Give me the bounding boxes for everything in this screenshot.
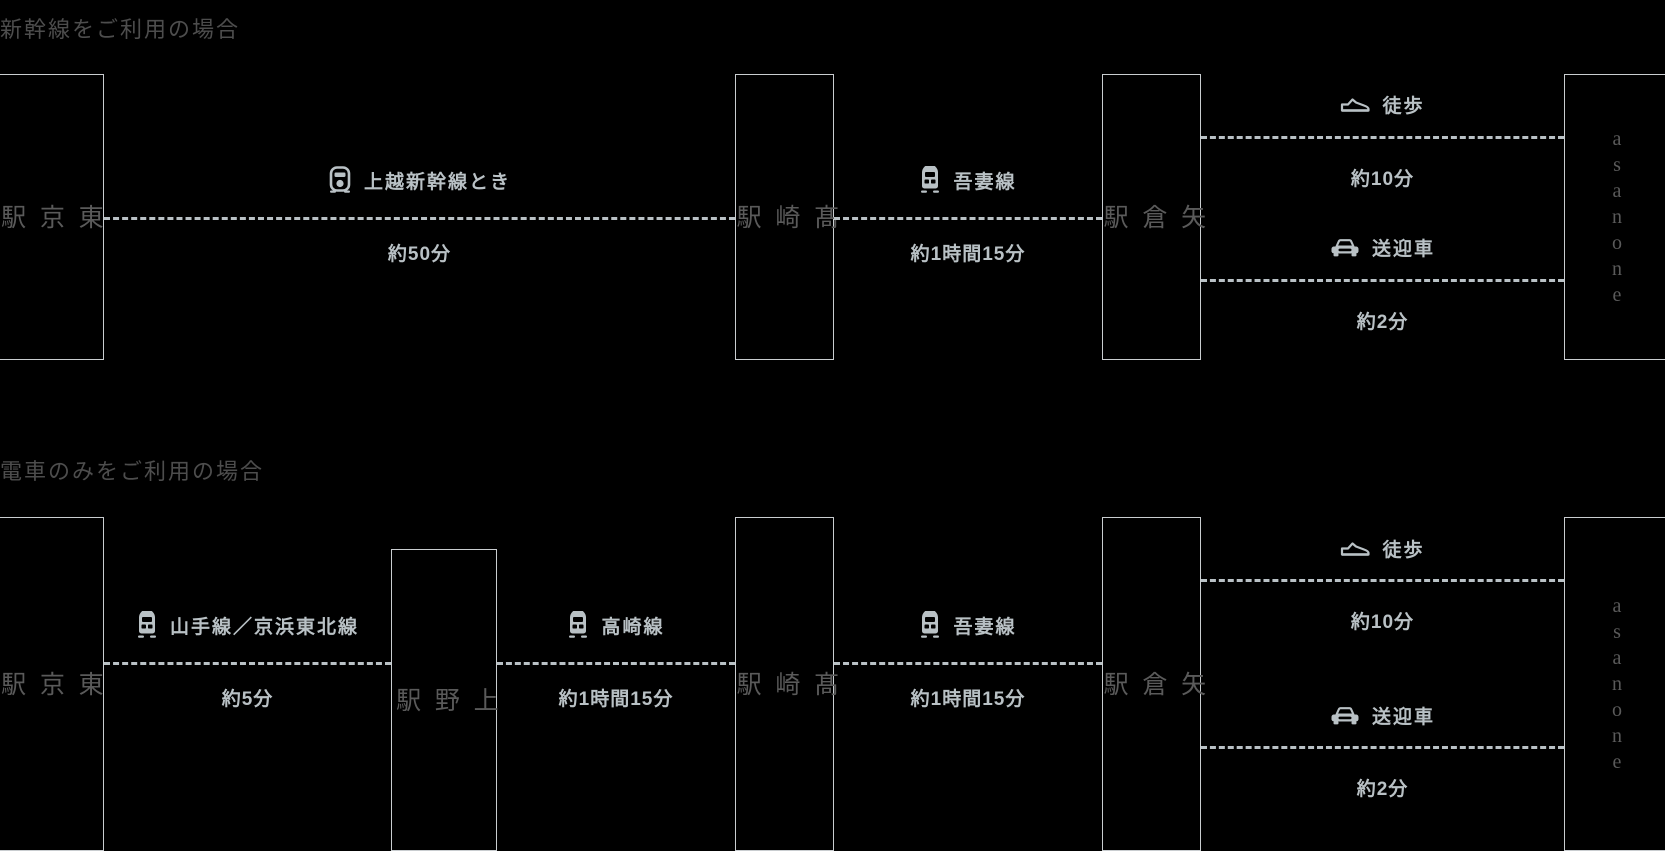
- leg-header: 送迎車: [1201, 234, 1564, 261]
- leg-dashed-line: [1201, 746, 1564, 749]
- leg-label: 徒歩: [1382, 540, 1425, 561]
- leg-shuttle-car: 送迎車 約2分: [1201, 217, 1564, 360]
- leg-duration: 約1時間15分: [558, 689, 674, 710]
- leg-header: 徒歩: [1201, 535, 1564, 562]
- leg-duration: 約5分: [221, 689, 274, 710]
- station-label-yagura: 矢 倉 駅: [1100, 204, 1205, 230]
- station-label-takasaki: 髙 崎 駅: [733, 671, 838, 697]
- station-label-takasaki: 髙 崎 駅: [733, 204, 838, 230]
- leg-agatsuma-line: 吾妻線 約1時間15分: [834, 517, 1102, 851]
- leg-duration: 約1時間15分: [910, 689, 1026, 710]
- shoe-icon: [1340, 96, 1371, 114]
- leg-takasaki-line: 高崎線 約1時間15分: [497, 517, 735, 851]
- leg-label: 高崎線: [601, 616, 665, 638]
- leg-dashed-line: [497, 662, 735, 665]
- leg-header: 高崎線: [497, 611, 735, 639]
- leg-dashed-line: [834, 217, 1102, 220]
- leg-duration: 約2分: [1356, 779, 1409, 800]
- station-box-ueno: 上 野 駅: [391, 549, 497, 851]
- station-label-tokyo: 東 京 駅: [0, 671, 103, 697]
- section-title-train-only: 電車のみをご利用の場合: [0, 459, 265, 484]
- shinkansen-icon: [328, 166, 352, 194]
- train-icon: [136, 611, 158, 639]
- station-label-ueno: 上 野 駅: [392, 687, 498, 713]
- leg-label: 山手線／京浜東北線: [169, 616, 359, 638]
- leg-duration: 約2分: [1356, 312, 1409, 333]
- leg-label: 送迎車: [1371, 239, 1435, 260]
- station-box-yagura: 矢 倉 駅: [1100, 517, 1205, 851]
- leg-header: 吾妻線: [834, 166, 1102, 194]
- station-box-takasaki: 髙 崎 駅: [733, 517, 838, 851]
- leg-header: 送迎車: [1201, 702, 1564, 729]
- station-box-takasaki: 髙 崎 駅: [733, 74, 838, 360]
- train-icon: [919, 611, 941, 639]
- leg-duration: 約1時間15分: [910, 244, 1026, 265]
- leg-joetsu-shinkansen: 上越新幹線とき 約50分: [104, 74, 735, 360]
- leg-duration: 約10分: [1350, 169, 1415, 190]
- car-icon: [1330, 706, 1360, 726]
- leg-dashed-line: [104, 217, 735, 220]
- leg-header: 吾妻線: [834, 611, 1102, 639]
- leg-dashed-line: [834, 662, 1102, 665]
- leg-duration: 約10分: [1350, 612, 1415, 633]
- leg-agatsuma-line: 吾妻線 約1時間15分: [834, 74, 1102, 360]
- leg-label: 上越新幹線とき: [363, 171, 511, 193]
- station-box-yagura: 矢 倉 駅: [1100, 74, 1205, 360]
- leg-dashed-line: [1201, 136, 1564, 139]
- station-box-tokyo: 東 京 駅: [0, 74, 104, 360]
- car-icon: [1330, 238, 1360, 258]
- shoe-icon: [1340, 540, 1371, 558]
- train-icon: [919, 166, 941, 194]
- train-icon: [567, 611, 589, 639]
- leg-duration: 約50分: [387, 244, 452, 265]
- leg-label: 吾妻線: [953, 616, 1017, 638]
- station-label-yagura: 矢 倉 駅: [1100, 671, 1205, 697]
- leg-label: 送迎車: [1371, 707, 1435, 728]
- leg-dashed-line: [1201, 279, 1564, 282]
- leg-yamanote-keihintohoku: 山手線／京浜東北線 約5分: [104, 517, 391, 851]
- leg-walk: 徒歩 約10分: [1201, 74, 1564, 217]
- leg-header: 山手線／京浜東北線: [104, 611, 391, 639]
- leg-header: 徒歩: [1201, 91, 1564, 118]
- leg-dashed-line: [104, 662, 391, 665]
- station-box-tokyo: 東 京 駅: [0, 517, 104, 851]
- route-shinkansen: 東 京 駅 上越新幹線とき 約50分 髙 崎: [0, 74, 1665, 360]
- route-train-only: 東 京 駅 山手線／京浜東北線 約5分: [0, 517, 1665, 851]
- leg-header: 上越新幹線とき: [104, 166, 735, 194]
- leg-shuttle-car: 送迎車 約2分: [1201, 684, 1564, 851]
- leg-dashed-line: [1201, 579, 1564, 582]
- section-title-shinkansen: 新幹線をご利用の場合: [0, 17, 241, 42]
- station-label-tokyo: 東 京 駅: [0, 204, 103, 230]
- leg-label: 吾妻線: [953, 171, 1017, 193]
- leg-walk: 徒歩 約10分: [1201, 517, 1564, 684]
- leg-label: 徒歩: [1382, 96, 1425, 117]
